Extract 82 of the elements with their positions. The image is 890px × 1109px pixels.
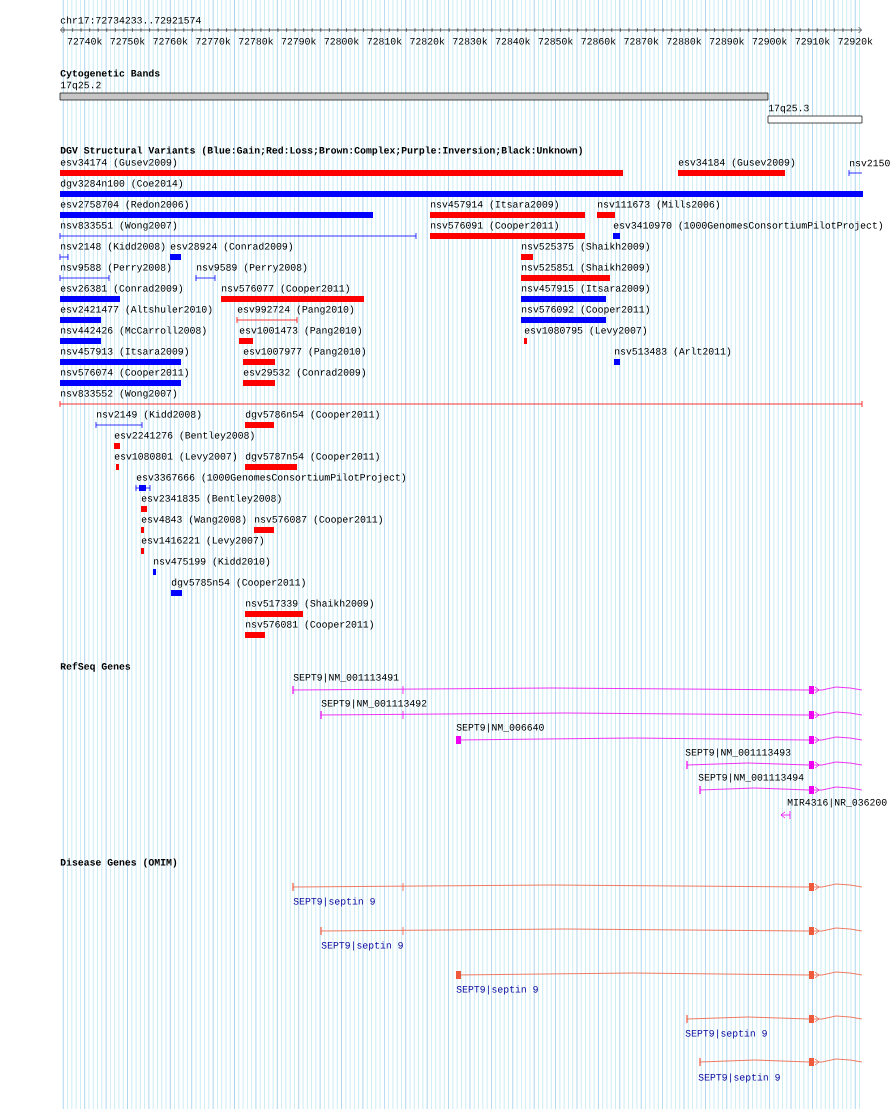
variant-label: nsv576077 (Cooper2011) [222, 284, 349, 294]
gene-label: SEPT9|NM_001113491 [293, 673, 399, 683]
variant-label: nsv525851 (Shaikh2009) [522, 263, 649, 273]
variant-label: esv1080795 (Levy2007) [524, 326, 647, 336]
variant-label: nsv576091 (Cooper2011) [431, 221, 558, 231]
variant-label: esv4843 (Wang2008) [141, 515, 246, 525]
variant-label: esv2341835 (Bentley2008) [141, 494, 281, 504]
tick-label: 72890k [709, 37, 744, 45]
variant-label: nsv833552 (Wong2007) [61, 389, 177, 399]
tick-label: 72870k [624, 37, 659, 45]
variant-label: nsv513483 (Arlt2011) [615, 347, 731, 357]
tick-label: 72760k [153, 37, 188, 45]
variant-label: dgv5786n54 (Cooper2011) [245, 410, 379, 420]
variant-label: nsv2150 [850, 159, 890, 167]
variant-label: esv2758704 (Redon2006) [60, 200, 188, 210]
band-label: 17q25.2 [60, 81, 101, 91]
band-label: 17q25.3 [768, 104, 809, 114]
variant-label: nsv475199 (Kidd2010) [154, 557, 270, 567]
variant-label: nsv576074 (Cooper2011) [61, 368, 188, 378]
gene-label: SEPT9|NM_001113493 [685, 748, 791, 758]
tick-label: 72820k [410, 37, 445, 45]
tick-label: 72880k [667, 37, 702, 45]
gene-label: SEPT9|septin 9 [698, 1073, 780, 1083]
tick-label: 72830k [453, 37, 488, 45]
variant-label: nsv457913 (Itsara2009) [61, 347, 188, 357]
variant-label: esv2241276 (Bentley2008) [114, 431, 254, 441]
variant-label: nsv9589 (Perry2008) [197, 263, 307, 273]
tick-label: 72810k [367, 37, 402, 45]
tick-label: 72840k [495, 37, 530, 45]
track-heading: RefSeq Genes [60, 662, 131, 672]
variant-label: esv26381 (Conrad2009) [60, 284, 183, 294]
tick-label: 72800k [324, 37, 359, 45]
variant-label: nsv2148 (Kidd2008) [61, 242, 165, 252]
variant-label: esv3410970 (1000GenomesConsortiumPilotProject) [613, 221, 883, 231]
variant-label: esv3367666 (1000GenomesConsortiumPilotProject) [136, 473, 406, 483]
gene-label: SEPT9|NM_006640 [456, 723, 544, 733]
variant-label: esv29532 (Conrad2009) [243, 368, 366, 378]
track-heading: Disease Genes (OMIM) [60, 858, 177, 868]
variant-label: nsv576092 (Cooper2011) [522, 305, 649, 315]
variant-label: esv34174 (Gusev2009) [60, 158, 177, 168]
variant-label: esv34184 (Gusev2009) [678, 158, 795, 168]
tick-label: 72850k [538, 37, 573, 45]
tick-label: 72910k [795, 37, 830, 45]
variant-label: nsv457915 (Itsara2009) [522, 284, 649, 294]
variant-label: nsv833551 (Wong2007) [61, 221, 177, 231]
variant-label: esv992724 (Pang2010) [237, 305, 354, 315]
tick-label: 72750k [110, 37, 145, 45]
gene-label: SEPT9|NM_001113494 [698, 773, 804, 783]
variant-label: nsv442426 (McCarroll2008) [61, 326, 206, 336]
gene-label: SEPT9|septin 9 [685, 1029, 767, 1039]
variant-label: esv2421477 (Altshuler2010) [60, 305, 212, 315]
variant-label: nsv9588 (Perry2008) [61, 263, 171, 273]
tick-label: 72920k [838, 37, 873, 45]
gene-label: SEPT9|septin 9 [456, 985, 538, 995]
track-heading: DGV Structural Variants (Blue:Gain;Red:Loss;Brown:Complex;Purple:Inversion;Black:Unknown) [60, 146, 582, 156]
variant-label: nsv111673 (Mills2006) [598, 200, 720, 210]
variant-label: nsv517339 (Shaikh2009) [246, 599, 373, 609]
variant-label: esv1080801 (Levy2007) [114, 452, 237, 462]
variant-label: nsv576081 (Cooper2011) [246, 620, 373, 630]
gene-label: SEPT9|septin 9 [293, 897, 375, 907]
variant-label: dgv3284n100 (Coe2014) [60, 179, 183, 189]
tick-label: 72780k [239, 37, 274, 45]
variant-label: esv28924 (Conrad2009) [170, 242, 293, 252]
variant-label: nsv576087 (Cooper2011) [255, 515, 382, 525]
variant-label: dgv5787n54 (Cooper2011) [245, 452, 379, 462]
variant-label: nsv525375 (Shaikh2009) [522, 242, 649, 252]
variant-label: nsv2149 (Kidd2008) [97, 410, 201, 420]
tick-label: 72860k [581, 37, 616, 45]
tick-label: 72740k [67, 37, 102, 45]
variant-label: esv1007977 (Pang2010) [243, 347, 366, 357]
variant-label: esv1416221 (Levy2007) [141, 536, 264, 546]
position-label: chr17:72734233..72921574 [60, 16, 201, 24]
variant-label: esv1001473 (Pang2010) [239, 326, 362, 336]
variant-label: nsv457914 (Itsara2009) [431, 200, 558, 210]
track-heading: Cytogenetic Bands [60, 69, 160, 79]
gene-label: SEPT9|septin 9 [321, 941, 403, 951]
tick-label: 72770k [196, 37, 231, 45]
variant-label: dgv5785n54 (Cooper2011) [171, 578, 305, 588]
gene-label: SEPT9|NM_001113492 [321, 699, 427, 709]
tick-label: 72900k [752, 37, 787, 45]
gene-label: MIR4316|NR_036200 [787, 798, 887, 808]
tick-label: 72790k [281, 37, 316, 45]
